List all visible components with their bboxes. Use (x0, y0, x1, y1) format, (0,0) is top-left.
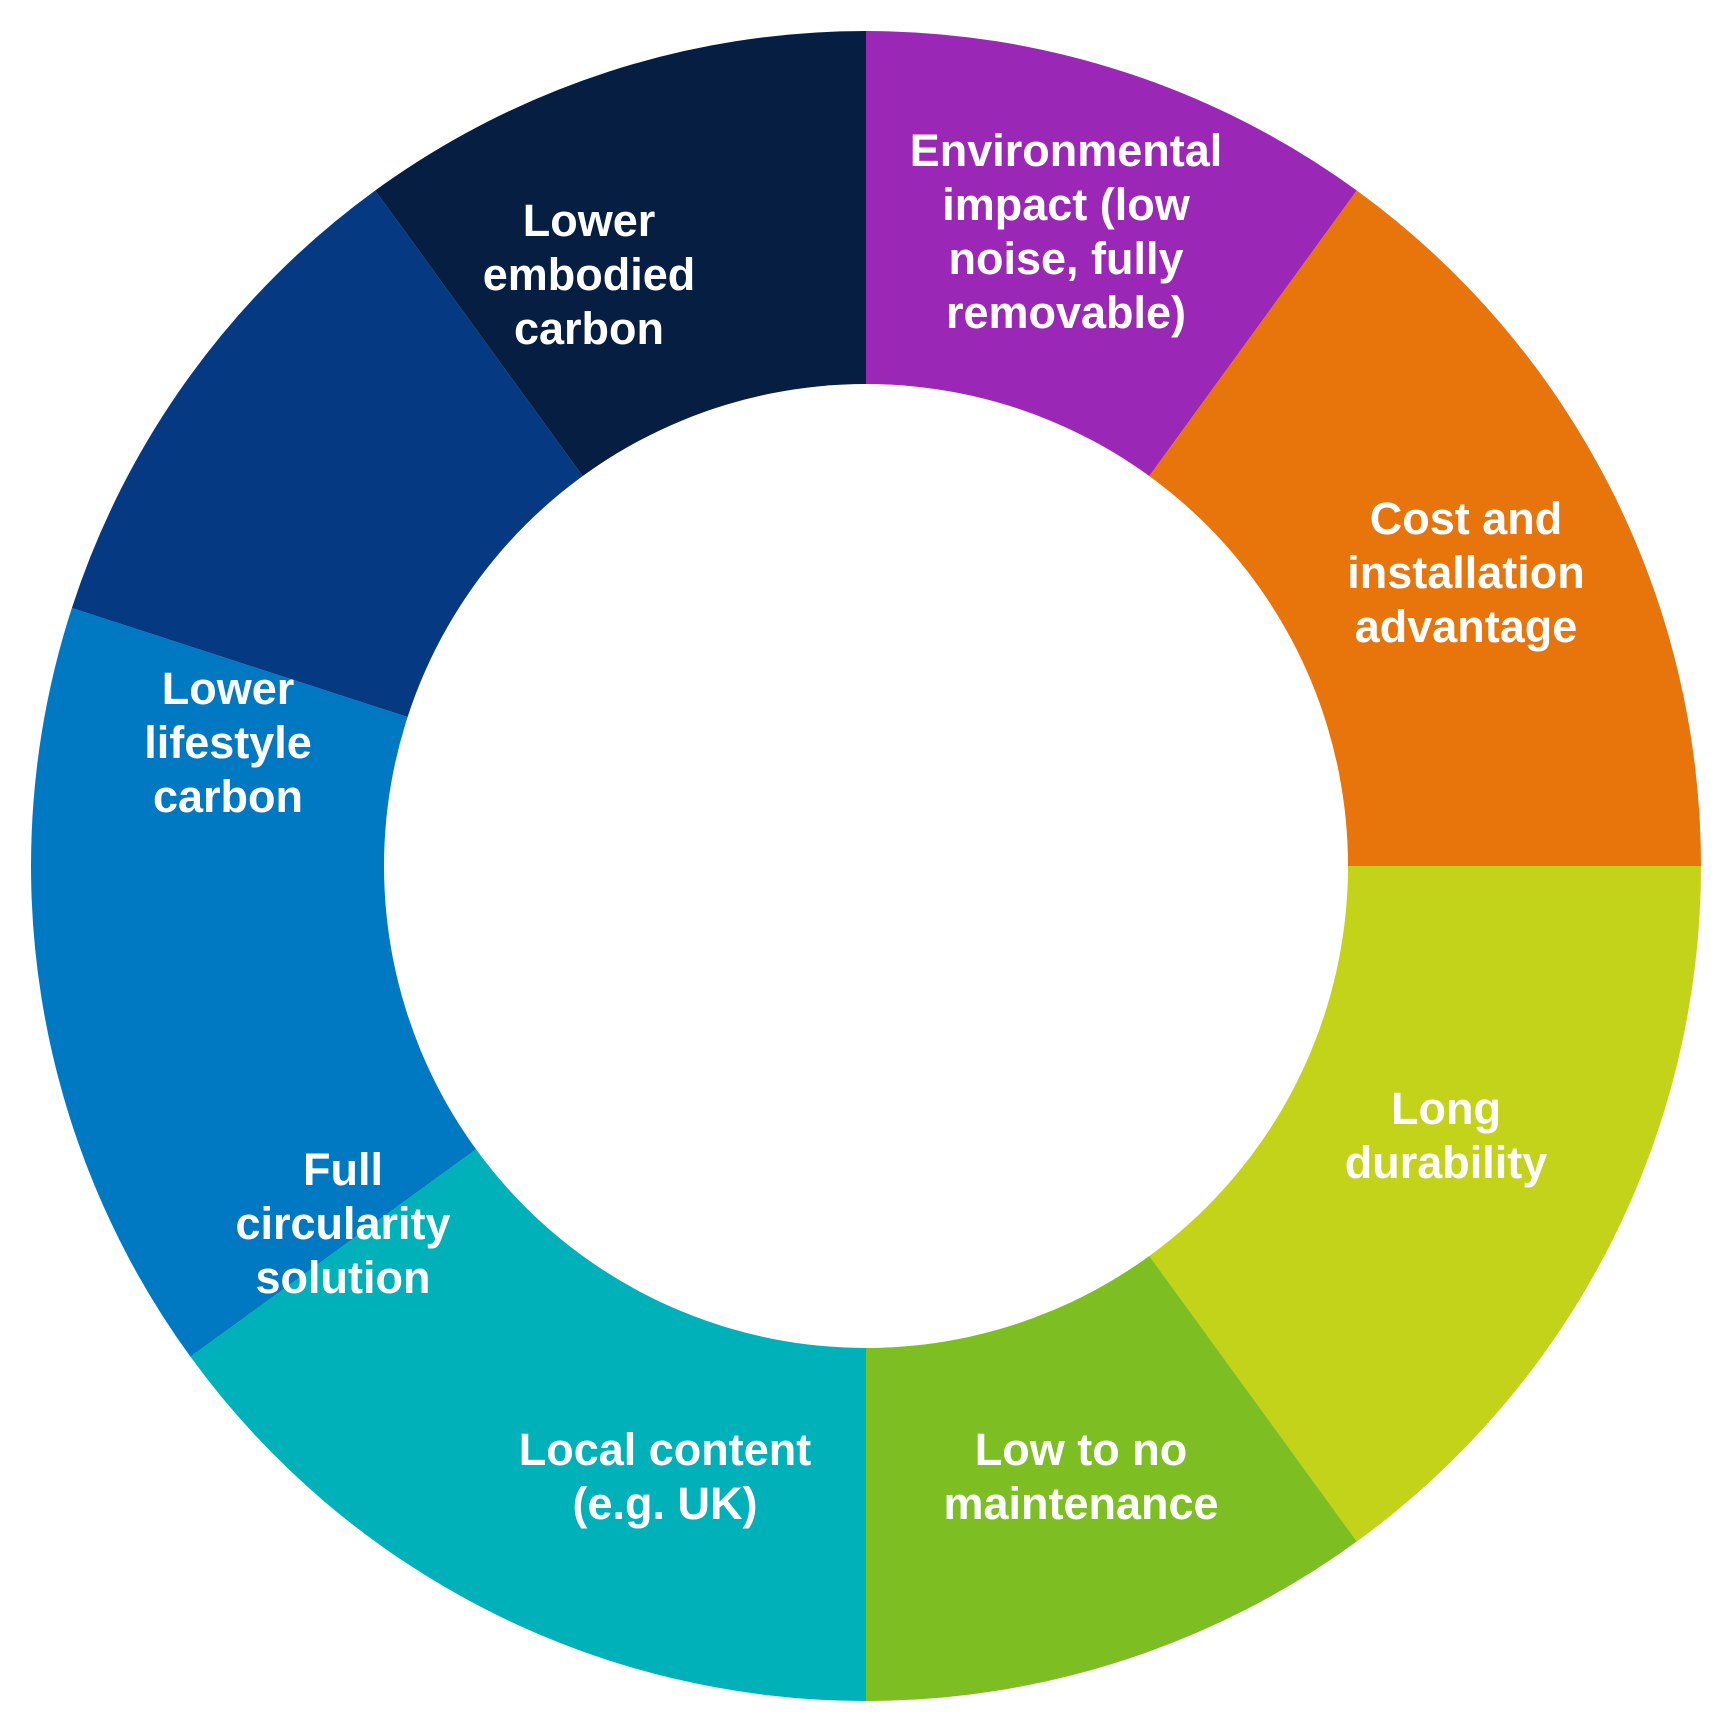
segment-label-line: impact (low (942, 179, 1191, 230)
wheel-center-hole (384, 384, 1348, 1348)
segment-label-line: maintenance (943, 1478, 1218, 1529)
segment-label-line: Local content (519, 1424, 812, 1475)
segment-label-line: lifestyle (144, 717, 312, 768)
segment-label-line: Full (303, 1144, 383, 1195)
segment-label-line: Long (1391, 1083, 1501, 1134)
segment-label-line: circularity (235, 1198, 450, 1249)
segment-label-line: noise, fully (948, 233, 1183, 284)
segment-label-line: advantage (1355, 601, 1578, 652)
segment-label-line: Cost and (1370, 493, 1563, 544)
segment-label-line: Lower (162, 663, 295, 714)
segment-label-line: (e.g. UK) (573, 1478, 758, 1529)
segment-label-line: solution (256, 1252, 431, 1303)
segment-label-line: installation (1347, 547, 1585, 598)
segment-label-line: Lower (523, 195, 656, 246)
segment-label-line: embodied (483, 249, 696, 300)
segment-label-line: removable) (946, 287, 1186, 338)
segment-label: Local content(e.g. UK) (519, 1424, 812, 1529)
segment-label-line: Environmental (910, 125, 1223, 176)
segment-label-line: carbon (514, 303, 664, 354)
segment-label-line: carbon (153, 771, 303, 822)
segment-label-line: Low to no (975, 1424, 1187, 1475)
segment-label-line: durability (1345, 1137, 1548, 1188)
